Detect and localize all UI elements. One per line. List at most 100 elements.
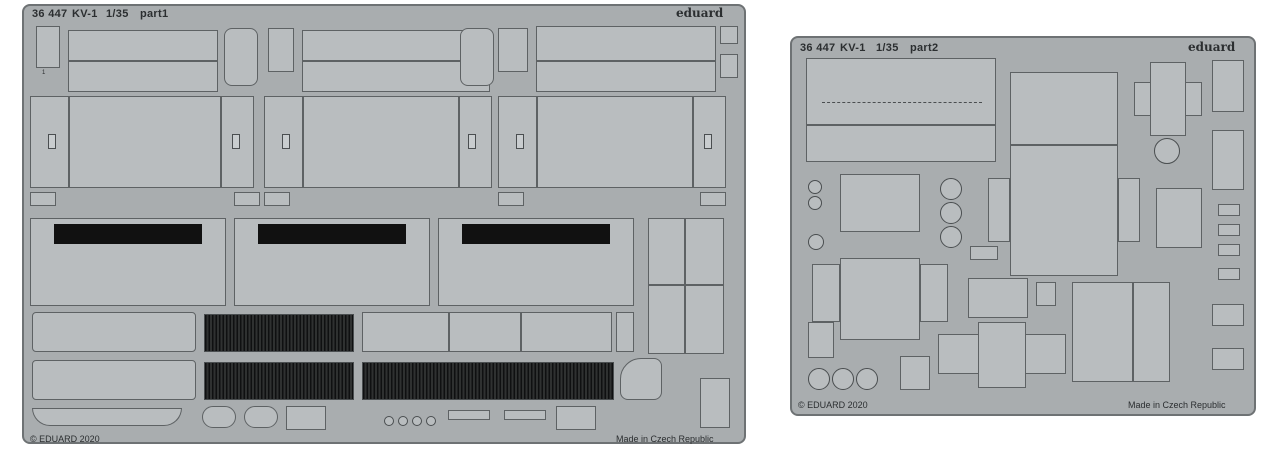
bend-line (448, 312, 450, 352)
rivet-part (412, 416, 422, 426)
curved-part (620, 358, 662, 400)
part-label: part2 (910, 42, 939, 54)
box-wing (920, 264, 948, 322)
bracket-part (30, 192, 56, 206)
bracket-part (264, 192, 290, 206)
clip-part (720, 54, 738, 78)
mounting-slot (516, 134, 524, 149)
frame-part (648, 218, 724, 354)
painted-strip (258, 224, 406, 244)
bracket-part (700, 192, 726, 206)
round-cover (1154, 138, 1180, 164)
round-part (856, 368, 878, 390)
mesh-grille-2 (204, 362, 354, 400)
model-label: KV-1 (72, 8, 98, 20)
clip-part (1218, 204, 1240, 216)
eduard-logo: eduard (1188, 40, 1236, 54)
made-in-label: Made in Czech Republic (1128, 400, 1226, 410)
bend-line (1132, 282, 1134, 382)
hook-part (1212, 304, 1244, 326)
bend-line (536, 96, 538, 188)
hook-part (1212, 348, 1244, 370)
round-part (808, 234, 824, 250)
plate-part (32, 312, 196, 352)
lens-part (244, 406, 278, 428)
round-part (808, 196, 822, 210)
copyright-label: © EDUARD 2020 (798, 400, 868, 410)
bend-line (458, 96, 460, 188)
small-part (286, 406, 326, 430)
small-part (616, 312, 634, 352)
round-part (808, 180, 822, 194)
rivet-part (426, 416, 436, 426)
box-wing (812, 264, 840, 322)
frame-divider (684, 218, 686, 354)
hinge-part (460, 28, 494, 86)
mounting-slot (282, 134, 290, 149)
toolbox-part (1072, 282, 1170, 382)
engine-deck-frame (1010, 72, 1118, 276)
photo-etch-fret-part2: 36 447 KV-1 1/35 part2 eduard (790, 36, 1256, 416)
hinge-part (224, 28, 258, 86)
fret-code-label: 36 447 (800, 42, 836, 54)
strip-part (504, 410, 546, 420)
clip-part (1218, 244, 1240, 256)
bend-line (220, 96, 222, 188)
mounting-slot (468, 134, 476, 149)
curved-strip-part (32, 408, 182, 426)
mounting-slot (704, 134, 712, 149)
lens-part (202, 406, 236, 428)
bend-line (692, 96, 694, 188)
bend-line (302, 60, 490, 62)
bracket-part (556, 406, 596, 430)
painted-strip (462, 224, 610, 244)
small-bracket-part (36, 26, 60, 68)
round-part (940, 178, 962, 200)
mesh-grille-1 (204, 314, 354, 352)
scale-label: 1/35 (106, 8, 129, 20)
cross-cover (1150, 62, 1186, 136)
plate-part-long (362, 312, 612, 352)
rod-part (968, 278, 1028, 318)
round-part (808, 368, 830, 390)
latch-part (268, 28, 294, 72)
bracket-part (900, 356, 930, 390)
copyright-label: © EDUARD 2020 (30, 434, 100, 444)
model-label: KV-1 (840, 42, 866, 54)
frame-divider (648, 284, 724, 286)
mesh-grille-3 (362, 362, 614, 400)
bend-line (520, 312, 522, 352)
round-part (940, 202, 962, 224)
clip-part (1218, 268, 1240, 280)
mounting-slot (48, 134, 56, 149)
part-number: 1 (42, 70, 46, 76)
cross-cover-small (1156, 188, 1202, 248)
rivet-part (398, 416, 408, 426)
bend-line (1010, 144, 1118, 146)
side-wing (1118, 178, 1140, 242)
bend-line (302, 96, 304, 188)
bracket-part (970, 246, 998, 260)
box-panel (840, 258, 920, 340)
clip-part (1218, 224, 1240, 236)
bracket-part (498, 192, 524, 206)
side-wing (988, 178, 1010, 242)
tow-part (700, 378, 730, 428)
fender-panel-mid-1 (30, 96, 254, 188)
bend-line (68, 60, 218, 62)
rivet-part (384, 416, 394, 426)
photo-etch-fret-part1: 36 447 KV-1 1/35 part1 eduard 1 (22, 4, 746, 444)
strip-part (448, 410, 490, 420)
round-part (940, 226, 962, 248)
eduard-logo: eduard (676, 6, 724, 20)
round-part (832, 368, 854, 390)
clip-part (720, 26, 738, 44)
painted-strip (54, 224, 202, 244)
small-plate (1212, 60, 1244, 112)
plate-part (32, 360, 196, 400)
box-panel (840, 174, 920, 232)
latch-part (1036, 282, 1056, 306)
fret-code-label: 36 447 (32, 8, 68, 20)
fender-panel-top-3 (536, 26, 716, 92)
small-plate (1212, 130, 1244, 190)
